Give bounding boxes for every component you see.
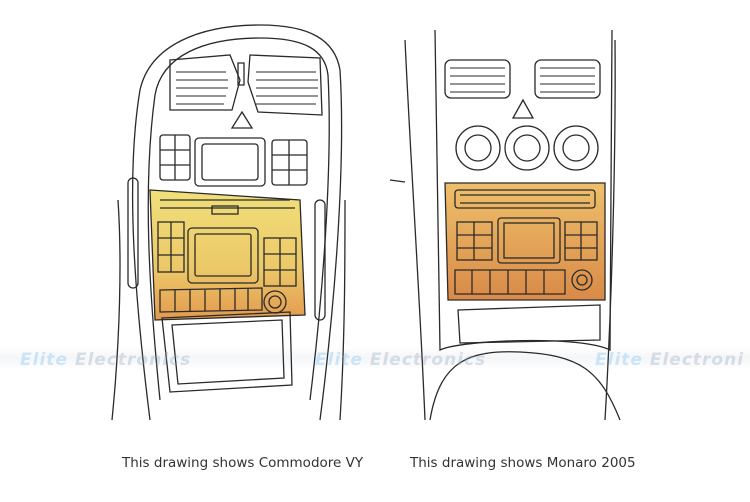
watermark-word: Electroni [649, 350, 745, 370]
watermark-band [0, 346, 750, 370]
caption-monaro-2005: This drawing shows Monaro 2005 [410, 455, 636, 471]
watermark-word: Electronics [369, 350, 487, 370]
watermark: Elite Electroni [595, 350, 744, 370]
watermark-brand: Elite [595, 350, 643, 370]
commodore-vy-drawing [111, 24, 346, 421]
monaro-2005-drawing [389, 29, 621, 421]
watermark-brand: Elite [20, 350, 68, 370]
caption-commodore-vy: This drawing shows Commodore VY [122, 455, 364, 471]
watermark-brand: Elite [315, 350, 363, 370]
watermark: Elite Electronics [20, 350, 191, 370]
watermark: Elite Electronics [315, 350, 486, 370]
watermark-word: Electronics [74, 350, 192, 370]
